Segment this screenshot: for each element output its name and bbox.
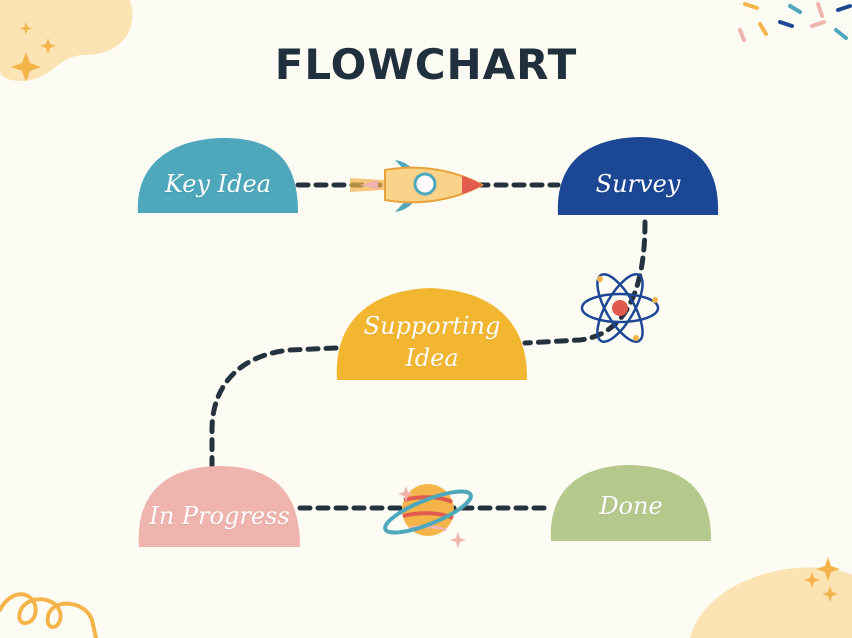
connector-supporting-in-progress (209, 345, 339, 471)
node-survey-label: Survey (595, 170, 681, 198)
node-supporting-idea-label: Supporting Idea (363, 312, 501, 372)
planet-icon (383, 484, 473, 548)
node-key-idea-shape (137, 137, 298, 213)
corner-blob-top-left (0, 0, 133, 81)
node-done-shape (550, 465, 712, 541)
sparkle-icon (11, 22, 56, 82)
page-title: FLOWCHART (274, 40, 578, 89)
swirl-decoration (0, 592, 98, 638)
node-in-progress-shape (138, 466, 300, 547)
node-survey-shape (557, 137, 719, 215)
confetti-icon (738, 2, 852, 42)
node-done-label: Done (599, 492, 663, 520)
atom-icon (580, 273, 660, 343)
node-supporting-idea-shape (336, 288, 528, 380)
sparkle-icon (804, 557, 840, 602)
rocket-icon (350, 160, 485, 212)
node-in-progress-label: In Progress (149, 502, 290, 530)
node-key-idea-label: Key Idea (164, 170, 272, 198)
